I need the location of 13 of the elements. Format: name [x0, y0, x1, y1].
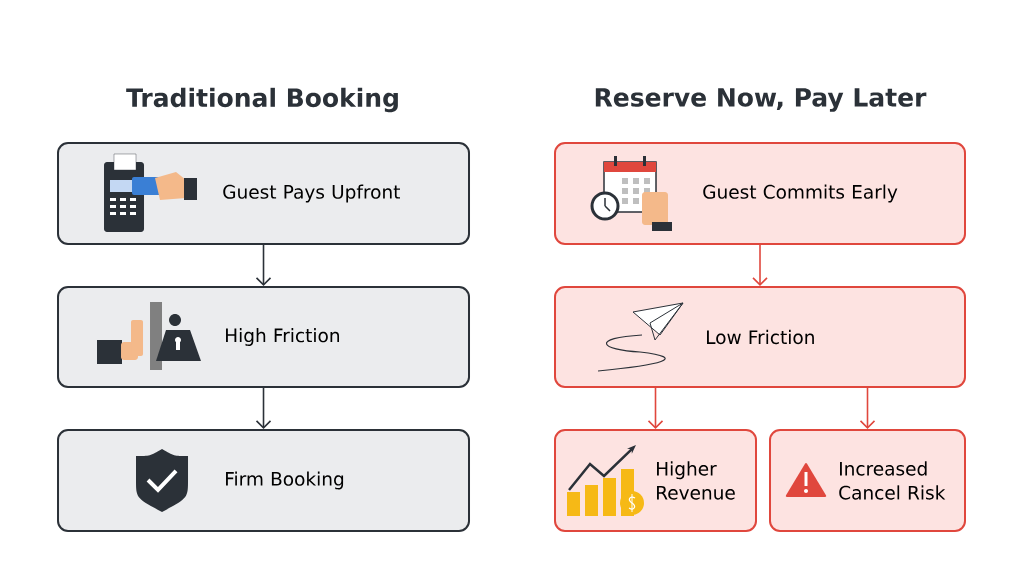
process-box: Guest Commits Early	[554, 142, 966, 245]
process-box: Increased Cancel Risk	[769, 429, 966, 532]
arrow	[255, 387, 272, 429]
arrow	[859, 387, 876, 429]
column-heading: Reserve Now, Pay Later	[595, 88, 927, 112]
column-heading: Traditional Booking	[126, 87, 398, 113]
process-box: Low Friction	[554, 286, 966, 388]
process-box: Guest Pays Upfront	[57, 142, 470, 245]
arrow	[647, 387, 664, 429]
arrow	[752, 244, 768, 286]
arrow	[255, 244, 272, 286]
process-box: Firm Booking	[57, 429, 470, 532]
process-box: High Friction	[57, 286, 470, 388]
